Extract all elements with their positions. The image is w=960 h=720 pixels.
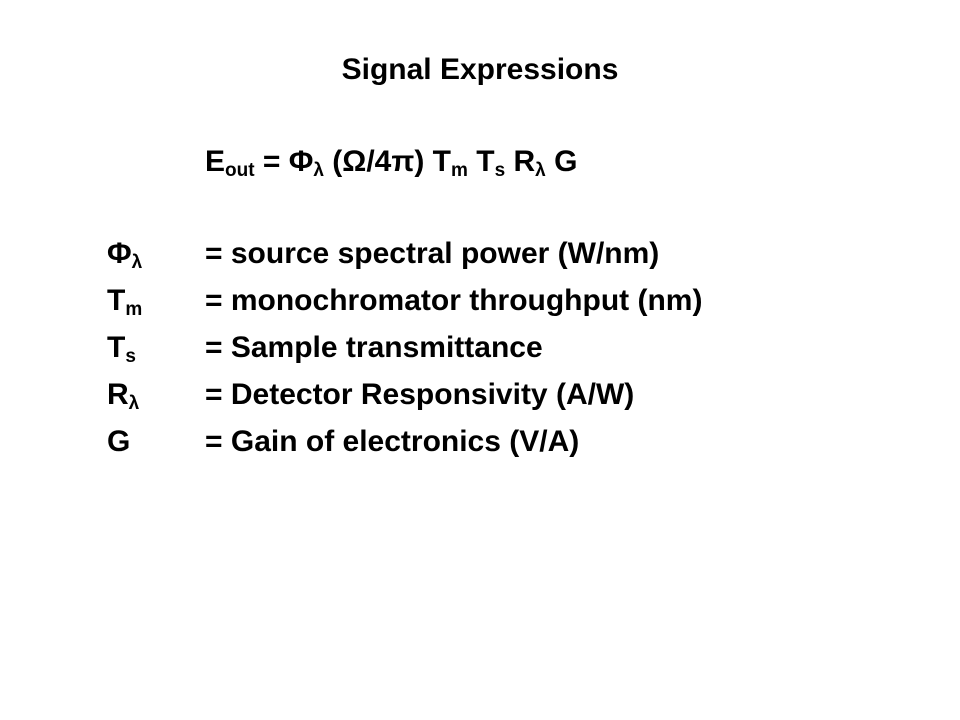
definition-row: Φλ = source spectral power (W/nm) — [107, 230, 702, 277]
eq-lhs-sub: out — [225, 160, 255, 181]
definition-description: = monochromator throughput (nm) — [205, 284, 703, 317]
symbol-subscript: m — [125, 299, 143, 320]
definition-row: G = Gain of electronics (V/A) — [107, 418, 702, 465]
definition-description: = Gain of electronics (V/A) — [205, 425, 580, 458]
eq-term-solid-angle: (Ω/4π) — [323, 145, 433, 178]
symbol-letter: G — [107, 425, 131, 458]
definition-row: Ts = Sample transmittance — [107, 324, 702, 371]
definition-description: = Detector Responsivity (A/W) — [205, 378, 635, 411]
symbol-subscript: s — [125, 346, 136, 367]
eq-equals: = — [254, 145, 289, 178]
eq-term-r-sub: λ — [535, 160, 546, 181]
symbol-subscript: λ — [131, 252, 143, 273]
definitions-list: Φλ = source spectral power (W/nm) Tm = m… — [107, 230, 702, 465]
definition-description: = source spectral power (W/nm) — [205, 237, 660, 270]
eq-term-ts: T — [467, 145, 495, 178]
definition-symbol: G — [107, 418, 205, 465]
definition-row: Tm = monochromator throughput (nm) — [107, 277, 702, 324]
symbol-subscript: λ — [128, 393, 140, 414]
eq-term-tm: T — [432, 145, 451, 178]
symbol-letter: R — [107, 378, 129, 411]
slide-title: Signal Expressions — [341, 53, 619, 86]
signal-equation: Eout = Φλ (Ω/4π) Tm Ts Rλ G — [205, 142, 577, 182]
definition-symbol: Rλ — [107, 371, 205, 418]
definition-symbol: Tm — [107, 277, 205, 324]
eq-term-tm-sub: m — [451, 160, 468, 181]
eq-term-phi-sub: λ — [313, 160, 324, 181]
eq-term-g: G — [545, 145, 578, 178]
eq-term-phi: Φ — [288, 145, 314, 178]
symbol-letter: Φ — [107, 237, 132, 270]
definition-row: Rλ = Detector Responsivity (A/W) — [107, 371, 702, 418]
definition-description: = Sample transmittance — [205, 331, 543, 364]
symbol-letter: T — [107, 284, 126, 317]
eq-lhs: E — [205, 145, 226, 178]
symbol-letter: T — [107, 331, 126, 364]
definition-symbol: Φλ — [107, 230, 205, 277]
eq-term-r: R — [505, 145, 536, 178]
eq-term-ts-sub: s — [494, 160, 506, 181]
definition-symbol: Ts — [107, 324, 205, 371]
